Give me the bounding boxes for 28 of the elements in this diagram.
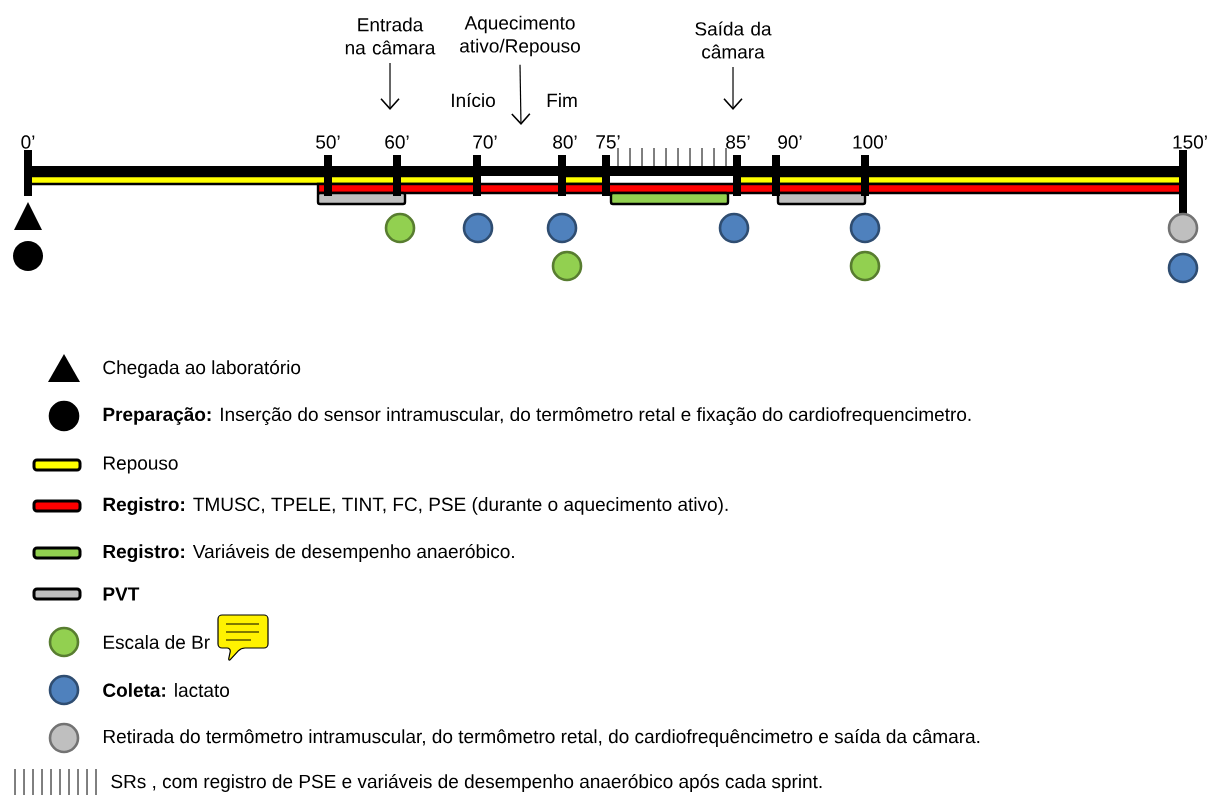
arrow: [380, 62, 400, 110]
time-label: 50’: [316, 135, 340, 149]
time-label: 100’: [853, 135, 887, 149]
legend-text: Coleta: lactato: [103, 683, 230, 697]
time-label: 70’: [473, 135, 497, 149]
time-label: 80’: [553, 135, 577, 149]
legend-text: SRs , com registro de PSE e variáveis de desempenho anaeróbico após cada sprint.: [111, 774, 822, 792]
annotation-text: Saída da câmara: [695, 21, 772, 59]
annotation-text: Aquecimento ativo/Repouso: [460, 15, 580, 57]
arrow: [511, 64, 531, 125]
time-label: 90’: [778, 135, 802, 149]
time-label: 85’: [726, 135, 750, 149]
legend-text: Registro: Variáveis de desempenho anaeróbico.: [103, 544, 514, 562]
legend-text: Retirada do termômetro intramuscular, do termômetro retal, do cardiofrequêncimetro e saída da câmara.: [104, 729, 980, 747]
legend-text: Escala de Br: [104, 635, 210, 649]
phase-label: Fim: [547, 93, 577, 107]
legend-text: Preparação: Inserção do sensor intramuscular, do termômetro retal e fixação do cardiofrequencimetro.: [103, 407, 971, 425]
time-label: 75’: [596, 135, 620, 149]
legend-text: Repouso: [104, 456, 178, 474]
arrow: [723, 66, 743, 110]
phase-label: Início: [452, 92, 495, 108]
annotation-text: Entrada na câmara: [345, 17, 436, 55]
legend-text: PVT: [103, 587, 140, 601]
time-label: 0’: [21, 135, 35, 149]
time-label: 60’: [385, 135, 409, 149]
time-label: 150’: [1173, 135, 1207, 149]
legend-text: Registro: TMUSC, TPELE, TINT, FC, PSE (durante o aquecimento ativo).: [103, 497, 728, 515]
legend-text: Chegada ao laboratório: [103, 360, 301, 378]
